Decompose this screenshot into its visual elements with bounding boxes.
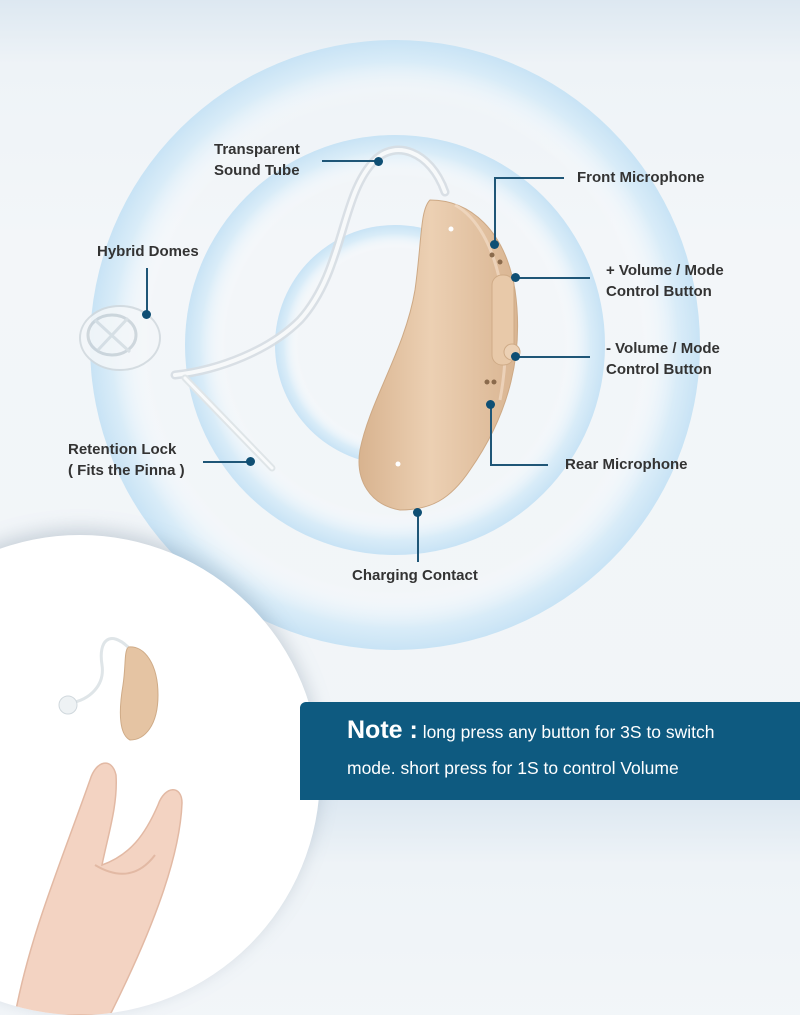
hearing-aid-device [79, 145, 521, 511]
note-banner [300, 702, 800, 800]
callout-dot [142, 310, 151, 319]
label-front-microphone: Front Microphone [577, 169, 705, 186]
label-rear-microphone: Rear Microphone [565, 456, 688, 473]
leader-line [494, 177, 564, 179]
leader-line [203, 461, 251, 463]
control-rocker [491, 274, 515, 366]
callout-dot [486, 400, 495, 409]
leader-line [516, 356, 590, 358]
note-line-2: mode. short press for 1S to control Volu… [347, 758, 679, 778]
label-charging-contact: Charging Contact [352, 567, 478, 584]
callout-dot [511, 273, 520, 282]
label-minus-volume-button: - Volume / Mode Control Button [606, 340, 720, 378]
leader-line [490, 464, 548, 466]
device-body [358, 199, 518, 511]
callout-dot [413, 508, 422, 517]
hybrid-dome [79, 305, 161, 371]
label-hybrid-domes: Hybrid Domes [97, 243, 199, 260]
leader-line [322, 160, 378, 162]
note-line-1: long press any button for 3S to switch [417, 722, 715, 742]
note-text: Note : long press any button for 3S to s… [347, 712, 797, 786]
leader-line [490, 404, 492, 466]
callout-dot [490, 240, 499, 249]
label-transparent-sound-tube: Transparent Sound Tube [214, 141, 300, 179]
leader-line [494, 177, 496, 245]
callout-dot [374, 157, 383, 166]
callout-dot [511, 352, 520, 361]
leader-line [417, 512, 419, 562]
leader-line [146, 268, 148, 314]
note-title: Note : [347, 716, 418, 744]
label-retention-lock: Retention Lock ( Fits the Pinna ) [68, 441, 185, 479]
leader-line [516, 277, 590, 279]
sound-rings-background [90, 40, 700, 650]
callout-dot [246, 457, 255, 466]
label-plus-volume-button: + Volume / Mode Control Button [606, 262, 724, 300]
